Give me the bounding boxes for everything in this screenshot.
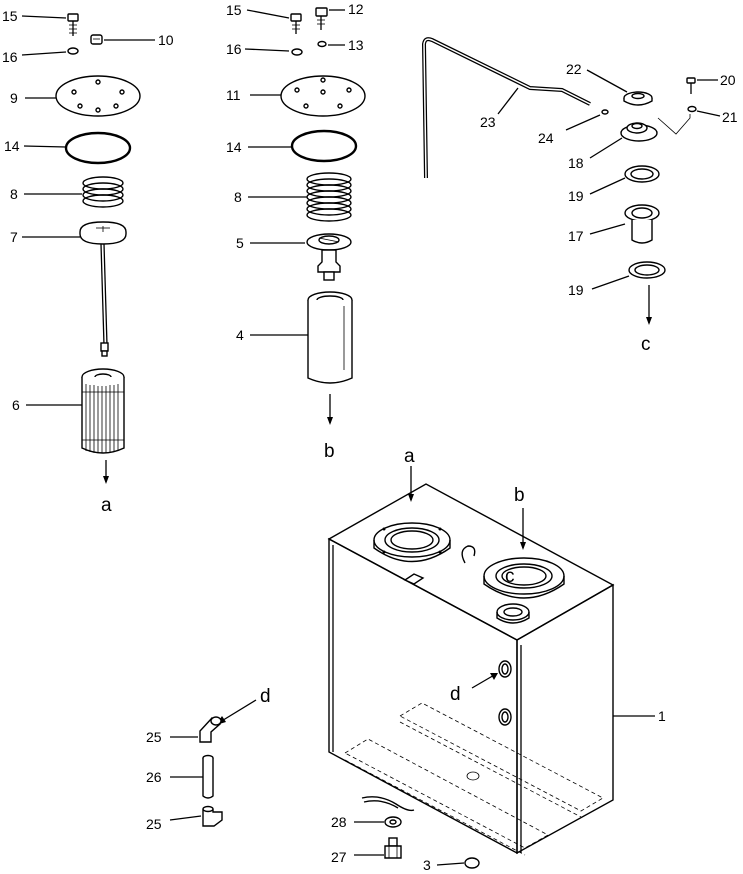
arrow-down-b: [327, 394, 333, 425]
tube-23: [421, 37, 591, 179]
callout-8-left: 8: [10, 186, 18, 202]
callout-15-middle: 15: [226, 2, 242, 18]
callout-15-left: 15: [2, 8, 18, 24]
cover-9: [55, 75, 141, 117]
callout-17: 17: [568, 228, 584, 244]
pipe-26: [202, 754, 214, 799]
washer-16-middle: [291, 48, 303, 56]
cover-11: [280, 75, 366, 117]
connection-letter-b-filter: b: [324, 441, 335, 462]
o-ring-13: [317, 40, 327, 48]
bolt-12: [315, 7, 328, 30]
callout-8-middle: 8: [234, 189, 242, 205]
wire-drain: [361, 796, 415, 812]
callout-7: 7: [10, 229, 18, 245]
filter-element-6: [81, 368, 125, 454]
drain-plug-27: [384, 837, 402, 859]
callout-14-middle: 14: [226, 139, 242, 155]
filter-element-4: [307, 291, 353, 384]
callout-28: 28: [331, 814, 347, 830]
spring-8-left: [82, 176, 124, 208]
callout-12: 12: [348, 1, 364, 17]
callout-3: 3: [423, 857, 431, 873]
connection-letter-b-tank: b: [514, 485, 525, 506]
callout-19-lower: 19: [568, 282, 584, 298]
callout-22: 22: [566, 61, 582, 77]
bolt-15-left: [67, 13, 79, 36]
callout-24: 24: [538, 130, 554, 146]
callout-18: 18: [568, 155, 584, 171]
callout-11: 11: [226, 87, 241, 103]
callout-14-left: 14: [4, 138, 20, 154]
gasket-24: [601, 109, 609, 115]
callout-16-middle: 16: [226, 41, 242, 57]
elbow-25-upper: [199, 716, 222, 743]
bolt-20: [686, 77, 696, 94]
callout-23: 23: [480, 114, 496, 130]
valve-5: [306, 233, 352, 281]
connection-letter-c-strainer: c: [641, 334, 651, 355]
washer-28: [384, 816, 402, 828]
arrow-to-d-tank: [471, 673, 498, 689]
bypass-valve-7: [79, 221, 127, 357]
washer-16-left: [67, 47, 79, 55]
o-ring-14-middle: [290, 129, 358, 163]
gasket-19-lower: [628, 261, 666, 279]
callout-25-lower: 25: [146, 816, 162, 832]
o-ring-3: [464, 857, 480, 869]
callout-10: 10: [158, 32, 174, 48]
callout-6: 6: [12, 397, 20, 413]
callout-16-left: 16: [2, 49, 18, 65]
arrow-down-a-tank: [408, 466, 414, 502]
spring-8-middle: [306, 172, 352, 222]
o-ring-14-left: [64, 131, 132, 165]
plug-10: [90, 34, 103, 45]
gasket-19-upper: [624, 165, 660, 183]
strainer-17: [624, 204, 660, 244]
connection-letter-c-tank: c: [505, 566, 515, 587]
connection-letter-d-pipe: d: [260, 686, 271, 707]
strainer-flange-18: [620, 122, 658, 142]
connection-letter-a-filter: a: [101, 495, 112, 516]
washer-21: [687, 105, 697, 113]
connection-letter-a-tank: a: [404, 446, 415, 467]
arrow-down-b-tank: [520, 508, 526, 550]
cap-22: [623, 91, 653, 106]
callout-27: 27: [331, 849, 347, 865]
callout-4: 4: [236, 327, 244, 343]
callout-13: 13: [348, 37, 364, 53]
bolt-15-middle: [290, 13, 302, 34]
callout-20: 20: [720, 72, 736, 88]
callout-26: 26: [146, 769, 162, 785]
hydraulic-tank-1: [327, 483, 615, 856]
arrow-down-c: [646, 285, 652, 325]
callout-25-upper: 25: [146, 729, 162, 745]
callout-21: 21: [722, 109, 738, 125]
elbow-25-lower: [202, 805, 223, 827]
callout-19-upper: 19: [568, 188, 584, 204]
arrow-down-a: [103, 460, 109, 484]
arrow-to-d-pipe: [216, 699, 257, 725]
callout-9: 9: [10, 90, 18, 106]
callout-1: 1: [658, 708, 666, 724]
callout-5: 5: [236, 235, 244, 251]
connection-letter-d-tank: d: [450, 684, 461, 705]
